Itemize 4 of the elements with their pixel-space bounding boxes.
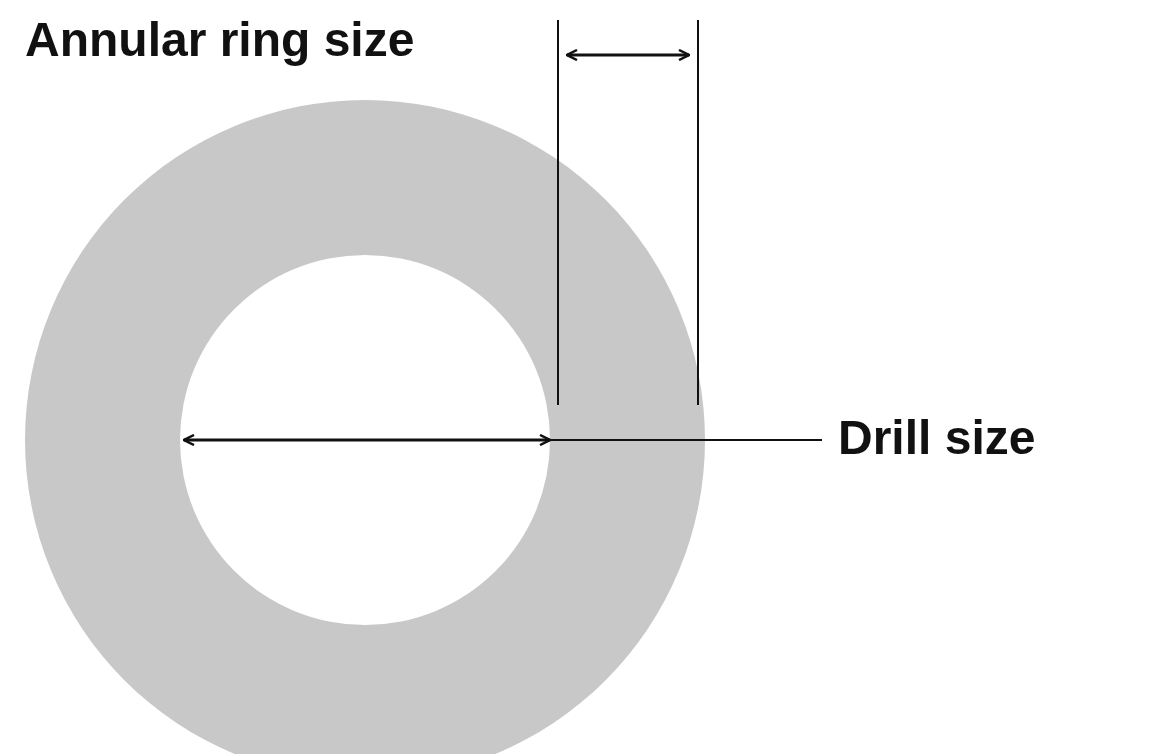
- leader-line: [549, 439, 823, 441]
- dimension-label: Annular ring size: [25, 14, 415, 67]
- callout-label: Drill size: [838, 412, 1036, 465]
- drill-hole: [180, 255, 550, 625]
